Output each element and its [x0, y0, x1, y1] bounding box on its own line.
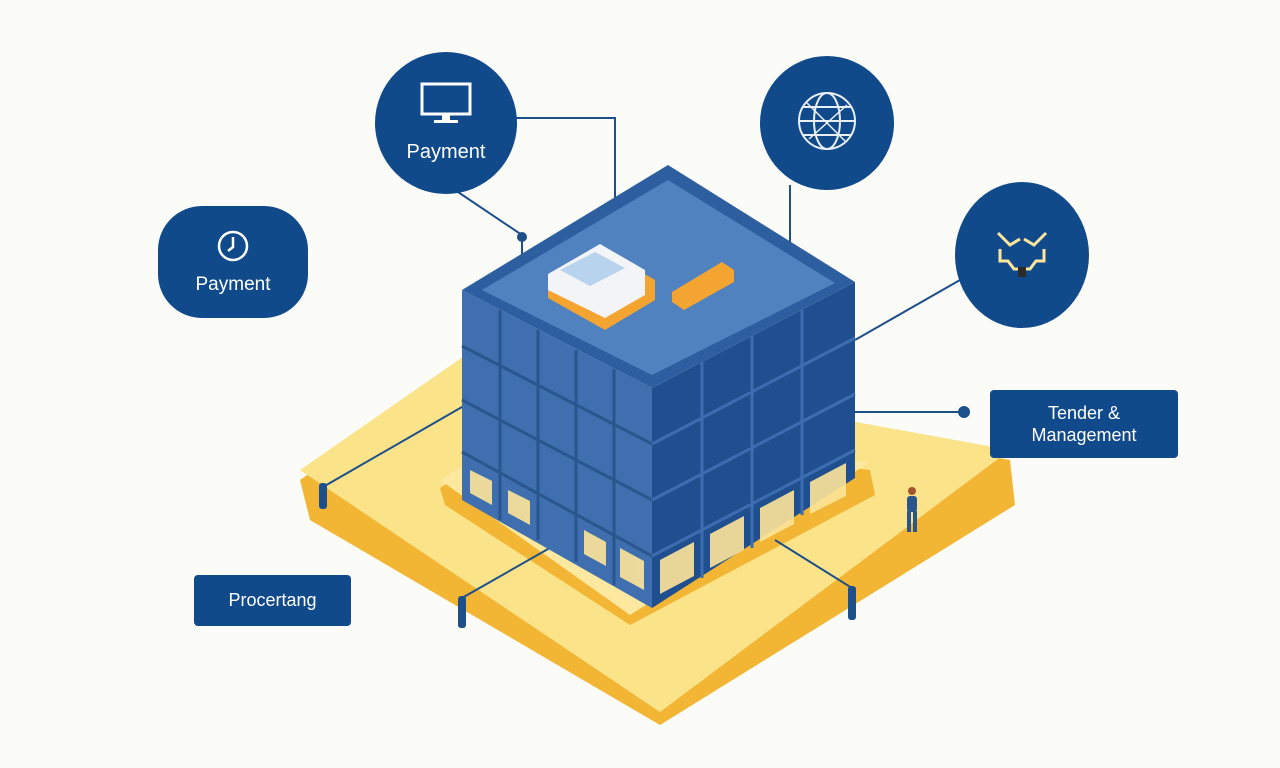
clock-icon	[216, 229, 250, 268]
handshake-node[interactable]	[955, 182, 1089, 328]
payment-pill[interactable]: Payment	[158, 206, 308, 318]
globe-icon	[795, 89, 859, 158]
office-building	[461, 165, 856, 608]
payment-node[interactable]: Payment	[375, 52, 517, 194]
tender-label-line1: Tender &	[1047, 403, 1121, 423]
processing-box[interactable]: Procertang	[194, 575, 351, 626]
payment-node-label: Payment	[406, 141, 486, 163]
payment-pill-label: Payment	[195, 273, 271, 295]
processing-label: Procertang	[228, 590, 317, 610]
globe-node[interactable]	[760, 56, 894, 190]
handshake-icon	[990, 225, 1054, 286]
person-figure	[907, 487, 917, 532]
monitor-icon	[420, 82, 472, 131]
tender-label-line2: Management	[1031, 425, 1137, 445]
rooftop-equipment	[548, 244, 734, 330]
tender-management-box[interactable]: Tender & Management	[990, 390, 1178, 458]
